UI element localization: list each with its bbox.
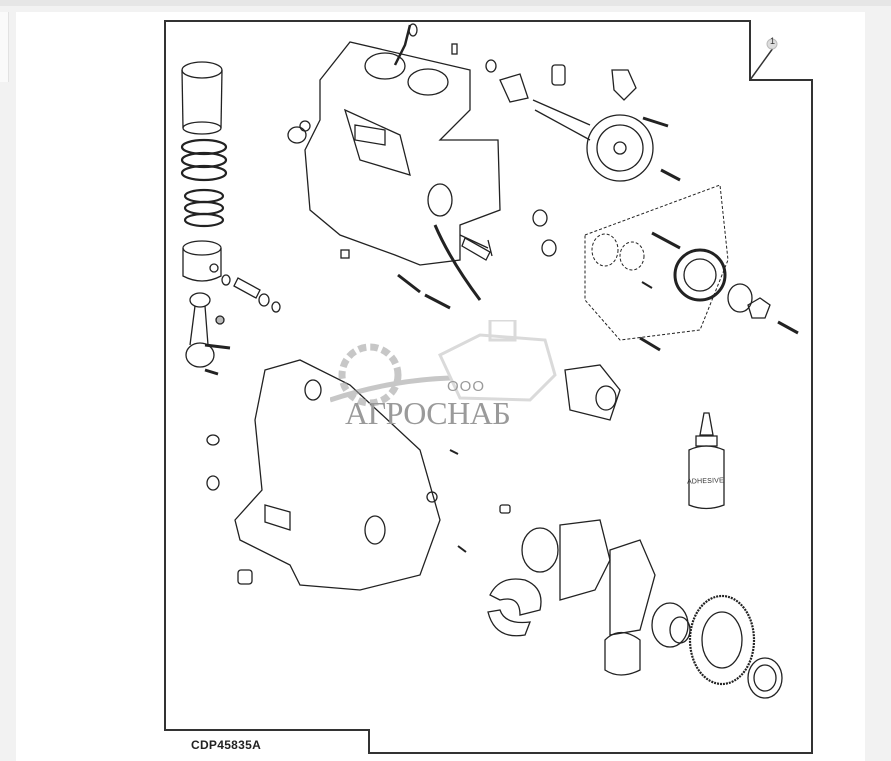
watermark-brand: АГРОСНАБ — [345, 395, 511, 431]
callout-number: 1 — [770, 36, 776, 46]
front-plate — [584, 184, 729, 341]
diagram-card — [16, 12, 865, 761]
top-bar — [0, 0, 891, 6]
lower-block — [206, 359, 467, 591]
callout-leader — [749, 43, 777, 81]
watermark-logo — [330, 320, 557, 407]
front-seal — [747, 657, 783, 699]
piston — [182, 240, 222, 282]
adhesive-bottle-shape — [688, 412, 725, 510]
figure-id: CDP45835A — [191, 738, 262, 752]
cylinder-liner — [181, 61, 223, 135]
oil-pump — [564, 364, 621, 421]
camshaft — [485, 59, 669, 182]
crankshaft-gear — [688, 594, 756, 686]
idler-gear — [639, 168, 799, 352]
left-panel-edge — [0, 12, 9, 82]
main-bearings — [487, 578, 641, 676]
crankshaft — [499, 504, 691, 648]
piston-pin — [221, 274, 281, 313]
frame-outline — [164, 20, 813, 754]
cylinder-block — [287, 23, 501, 310]
bushings — [461, 209, 557, 261]
watermark-prefix: ООО — [447, 378, 486, 395]
piston-rings — [180, 138, 228, 228]
connecting-rod — [185, 292, 231, 376]
bottle-label: ADHESIVE — [686, 477, 725, 486]
